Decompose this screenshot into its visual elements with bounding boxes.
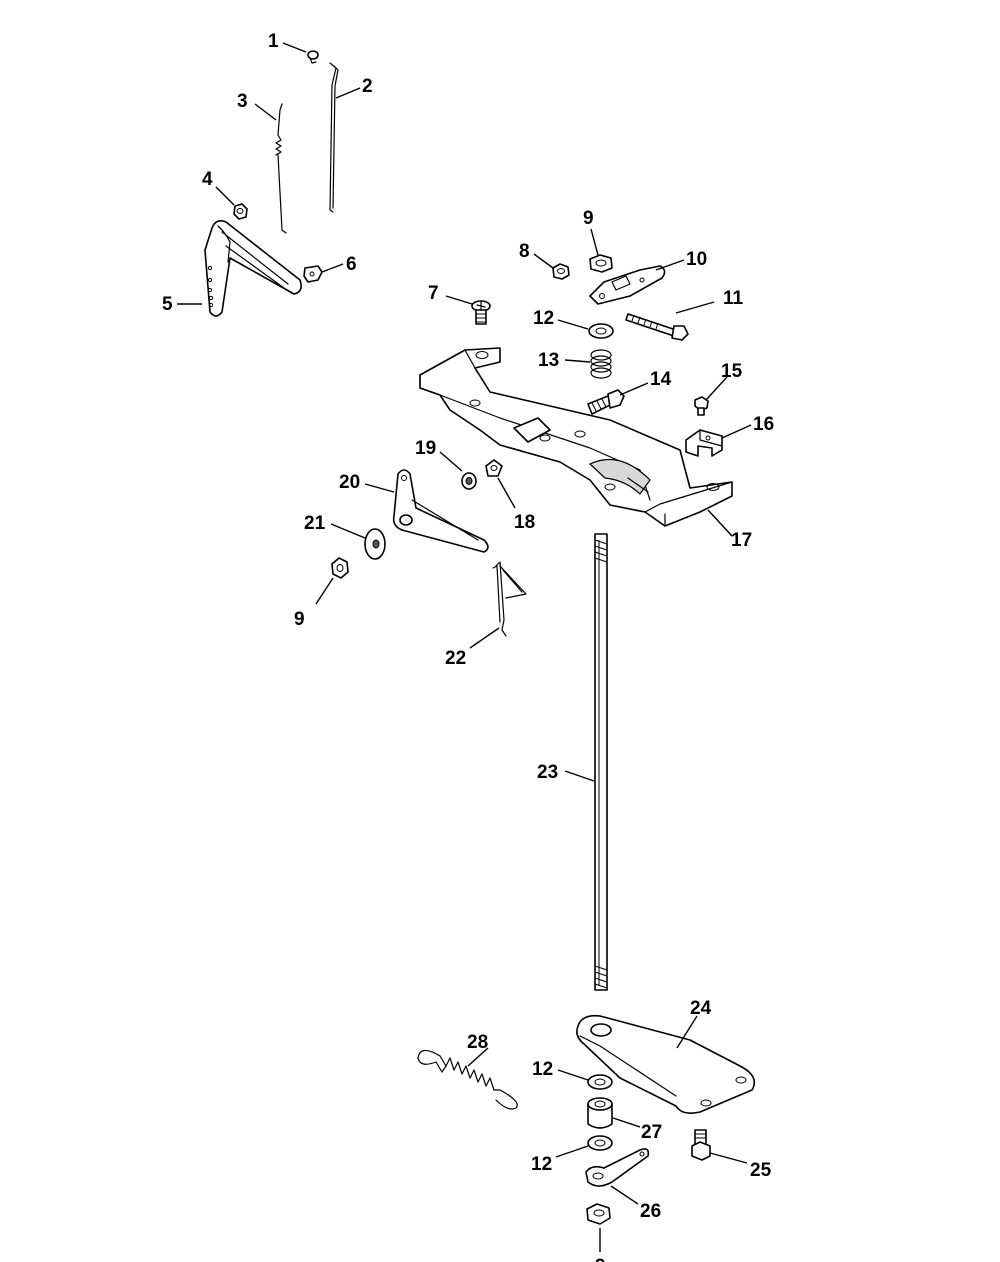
callout-13: 13 xyxy=(538,350,591,371)
svg-text:9: 9 xyxy=(595,1256,606,1262)
part-20-lever-arm xyxy=(392,469,489,553)
svg-text:7: 7 xyxy=(428,283,439,304)
svg-text:6: 6 xyxy=(346,254,357,275)
svg-text:15: 15 xyxy=(721,361,743,382)
part-12-washer-top xyxy=(588,323,614,339)
part-13-spring xyxy=(590,349,612,379)
svg-text:26: 26 xyxy=(640,1201,661,1222)
svg-text:11: 11 xyxy=(723,288,744,309)
callout-9-bottom: 9 xyxy=(595,1228,606,1262)
svg-text:20: 20 xyxy=(339,472,360,493)
svg-text:1: 1 xyxy=(268,31,279,52)
part-15-bolt xyxy=(694,396,709,416)
part-27-spacer xyxy=(587,1097,613,1129)
svg-text:8: 8 xyxy=(519,241,530,262)
callout-8: 8 xyxy=(519,241,554,269)
svg-text:19: 19 xyxy=(415,438,436,459)
part-3-spring-link xyxy=(275,103,287,234)
callout-27: 27 xyxy=(612,1117,662,1143)
callout-12-low: 12 xyxy=(531,1145,589,1175)
callout-23: 23 xyxy=(537,762,595,783)
svg-text:18: 18 xyxy=(514,512,535,533)
callout-28: 28 xyxy=(467,1032,489,1067)
svg-text:4: 4 xyxy=(202,169,213,190)
part-4-nut xyxy=(233,203,248,220)
svg-text:25: 25 xyxy=(750,1160,772,1181)
callout-21: 21 xyxy=(304,513,366,539)
callout-26: 26 xyxy=(610,1185,661,1222)
part-9-nut-bottom xyxy=(586,1203,611,1225)
svg-text:24: 24 xyxy=(690,998,712,1019)
svg-text:17: 17 xyxy=(731,530,752,551)
svg-text:16: 16 xyxy=(753,414,774,435)
callout-1: 1 xyxy=(268,31,307,53)
svg-text:9: 9 xyxy=(583,208,594,229)
part-16-clamp xyxy=(685,429,723,457)
part-26-arm xyxy=(585,1148,650,1187)
part-9-nut-top xyxy=(589,254,613,273)
callout-24: 24 xyxy=(676,998,712,1049)
svg-text:21: 21 xyxy=(304,513,326,534)
callout-15: 15 xyxy=(705,361,743,401)
svg-text:5: 5 xyxy=(162,294,173,315)
callout-7: 7 xyxy=(428,283,473,305)
part-2-rod xyxy=(329,62,339,213)
callout-6: 6 xyxy=(321,254,357,275)
part-28-spring xyxy=(417,1049,518,1110)
part-12-washer-mid xyxy=(587,1074,613,1090)
part-9-nut-mid xyxy=(331,557,349,579)
callout-14: 14 xyxy=(619,369,672,396)
callout-19: 19 xyxy=(415,438,463,472)
part-21-washer xyxy=(364,528,386,560)
part-6-clip xyxy=(303,265,323,283)
svg-text:10: 10 xyxy=(686,249,707,270)
callout-9-mid: 9 xyxy=(294,577,334,630)
part-1-clip xyxy=(307,50,319,64)
svg-text:12: 12 xyxy=(531,1154,552,1175)
callout-17: 17 xyxy=(707,509,752,551)
svg-text:28: 28 xyxy=(467,1032,488,1053)
part-19-washer xyxy=(461,472,477,490)
svg-text:23: 23 xyxy=(537,762,558,783)
svg-text:3: 3 xyxy=(237,91,248,112)
svg-text:13: 13 xyxy=(538,350,559,371)
svg-text:27: 27 xyxy=(641,1122,662,1143)
part-5-control-bracket xyxy=(204,220,302,317)
callout-5: 5 xyxy=(162,294,202,315)
svg-text:22: 22 xyxy=(445,648,466,669)
svg-text:12: 12 xyxy=(532,1059,553,1080)
svg-text:12: 12 xyxy=(533,308,554,329)
callout-12-top: 12 xyxy=(533,308,589,330)
part-8-nut xyxy=(552,263,570,280)
callout-12-mid: 12 xyxy=(532,1059,589,1081)
svg-text:9: 9 xyxy=(294,609,305,630)
callout-25: 25 xyxy=(709,1152,772,1181)
part-17-main-bracket xyxy=(419,347,733,527)
part-12-washer-low xyxy=(587,1135,613,1151)
part-14-fitting xyxy=(587,389,625,415)
part-22-wire-link xyxy=(492,561,527,637)
callout-2: 2 xyxy=(335,76,373,99)
callout-10: 10 xyxy=(655,249,707,271)
callout-16: 16 xyxy=(721,414,774,439)
part-24-plate xyxy=(576,1014,756,1114)
callout-3: 3 xyxy=(237,91,277,121)
part-23-shaft xyxy=(594,533,608,991)
callouts: 1 2 3 4 5 6 7 8 xyxy=(162,31,774,1262)
callout-11: 11 xyxy=(675,288,744,314)
part-25-bolt xyxy=(691,1129,711,1161)
part-10-lever xyxy=(589,265,666,305)
part-7-screw xyxy=(471,300,491,325)
callout-4: 4 xyxy=(202,169,235,206)
callout-18: 18 xyxy=(497,477,535,533)
callout-20: 20 xyxy=(339,472,395,493)
part-11-bolt xyxy=(625,313,689,341)
part-18-square-washer xyxy=(485,459,503,477)
svg-text:2: 2 xyxy=(362,76,373,97)
svg-text:14: 14 xyxy=(650,369,672,390)
callout-9-top: 9 xyxy=(583,208,599,256)
callout-22: 22 xyxy=(445,627,500,669)
